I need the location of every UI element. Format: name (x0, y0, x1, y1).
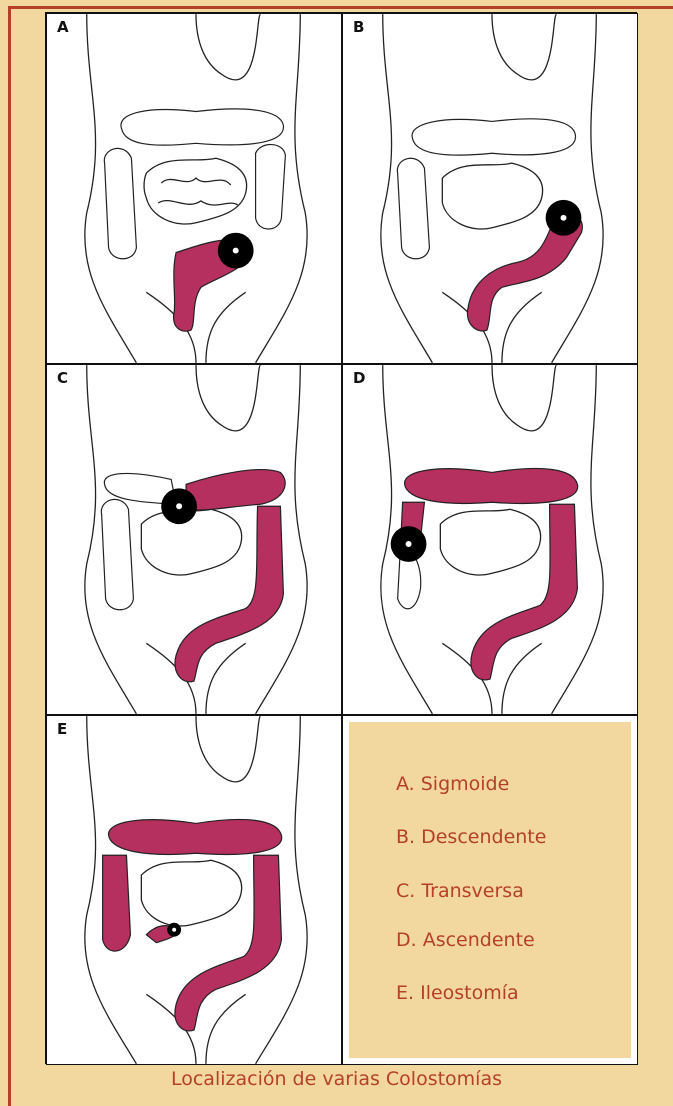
panel-d: D (342, 364, 638, 715)
legend-item-transversa: C. Transversa (396, 880, 524, 902)
figure-caption: Localización de varias Colostomías (0, 1068, 673, 1090)
anatomy-drawing-a (47, 14, 341, 363)
panel-label-b: B (353, 18, 364, 36)
panel-c: C (46, 364, 342, 715)
figure-grid: A B C (45, 12, 637, 1064)
panel-a: A (46, 13, 342, 364)
panel-label-a: A (57, 18, 69, 36)
panel-b: B (342, 13, 638, 364)
panel-label-d: D (353, 369, 365, 387)
legend-item-ileostomia: E. Ileostomía (396, 982, 519, 1004)
legend-item-sigmoide: A. Sigmoide (396, 773, 509, 795)
panel-e: E (46, 715, 342, 1065)
panel-label-e: E (57, 720, 67, 738)
legend-background: A. Sigmoide B. Descendente C. Transversa… (349, 722, 631, 1058)
anatomy-drawing-e (47, 716, 341, 1064)
panel-label-c: C (57, 369, 68, 387)
anatomy-drawing-c (47, 365, 341, 714)
anatomy-drawing-d (343, 365, 637, 714)
anatomy-drawing-b (343, 14, 637, 363)
legend-panel: A. Sigmoide B. Descendente C. Transversa… (342, 715, 638, 1065)
legend-item-descendente: B. Descendente (396, 826, 546, 848)
legend-item-ascendente: D. Ascendente (396, 929, 535, 951)
